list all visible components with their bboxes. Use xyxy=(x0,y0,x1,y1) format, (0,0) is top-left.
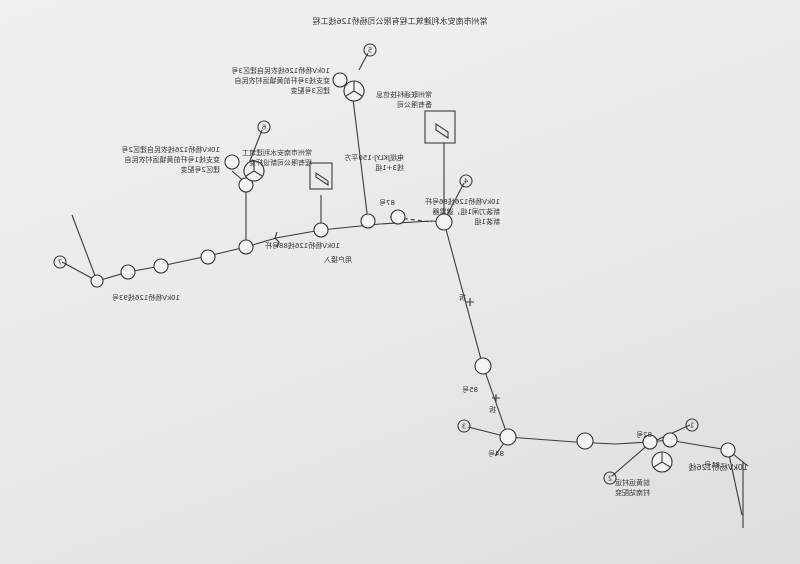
circle-6 xyxy=(257,120,271,134)
pole-84-label: 84号 xyxy=(488,450,504,458)
pole-82-label: 82号 xyxy=(636,431,652,439)
drawing-title: 常州市南安水利建筑工程有限公司杨桥126线工程 xyxy=(312,16,487,26)
feeder-label: 10kV杨桥126线 xyxy=(688,462,748,472)
circle-6-label: 6 xyxy=(261,124,266,132)
arrow-7-line xyxy=(61,261,98,282)
cut-label-2: 拆 xyxy=(489,405,496,414)
circle-3-label: 3 xyxy=(462,423,466,431)
pole-87b xyxy=(390,209,406,225)
transformer-3-symbol xyxy=(345,81,363,97)
pole-88-label: 10kV杨桥126线88号杆 xyxy=(265,241,340,250)
user-access-label: 用户接入 xyxy=(324,255,352,264)
main-line-west xyxy=(96,220,443,282)
circle-1 xyxy=(685,418,699,432)
company-box-symbol xyxy=(435,122,449,140)
trunk-south xyxy=(443,221,509,438)
pole-82 xyxy=(642,434,658,450)
company-label-1: 常州联通科技信息 xyxy=(376,90,432,99)
cable-label-2: 线3+1组 xyxy=(375,163,404,172)
arrow-5-line xyxy=(358,52,369,71)
pole-93 xyxy=(90,274,104,288)
company-label-2: 备有限公司 xyxy=(397,100,432,109)
circle-2 xyxy=(603,471,617,485)
circle-5 xyxy=(363,43,377,57)
note-bottom-line-1: 前黄运村运 xyxy=(615,478,650,487)
circle-7-label: 7 xyxy=(58,259,62,267)
company-box xyxy=(424,110,456,144)
branch-3-pole xyxy=(332,72,348,88)
pole-86 xyxy=(435,213,453,231)
company2-label-1: 常州市南安水利建筑工 xyxy=(242,148,312,157)
circle-7 xyxy=(53,255,67,269)
note3-line-2: 变支线3号杆前黄镇运村农民自 xyxy=(235,76,330,85)
pole-91 xyxy=(153,258,169,274)
arrow-2-line xyxy=(611,442,651,477)
pole-87-label: 87号 xyxy=(379,199,395,207)
pole-85-label: 85号 xyxy=(462,386,478,394)
circle-1-label: 1 xyxy=(690,422,694,430)
note2-line-2: 变支线1号杆前黄镇运村农民自 xyxy=(125,155,220,164)
note2-line-1: 10kV杨桥126线农民自建区2号 xyxy=(121,145,220,154)
cut-mark-2 xyxy=(492,394,500,402)
pole-88 xyxy=(313,222,329,238)
pole-83 xyxy=(576,432,594,450)
transformer-2-symbol xyxy=(245,161,263,177)
cable-label-1: 电缆JKLYJ-150平方 xyxy=(344,153,404,162)
transformer-bottom-symbol xyxy=(653,452,671,468)
circle-4-label: 4 xyxy=(463,178,468,186)
circle-3 xyxy=(457,419,471,433)
pole-81-label: 81号 xyxy=(704,461,720,469)
circle-5-label: 5 xyxy=(368,47,372,55)
circle-4 xyxy=(459,174,473,188)
branch86-label-1: 10kV杨桥126线86号杆 xyxy=(425,197,500,206)
note-bottom-line-2: 村南站配变 xyxy=(615,488,650,497)
pole-85 xyxy=(474,357,492,375)
pole-89 xyxy=(238,239,254,255)
new-transformer-box xyxy=(309,162,333,190)
company2-label-2: 程有限公司新设杆变 xyxy=(249,158,312,167)
note3-line-3: 建区3号配变 xyxy=(291,86,330,95)
pole-81 xyxy=(720,442,736,458)
pole-90 xyxy=(200,249,216,265)
branch-2-pole-b xyxy=(224,154,240,170)
west-end-line xyxy=(71,214,98,282)
cut-label-1: 拆 xyxy=(459,293,466,302)
circle-2-label: 2 xyxy=(608,475,612,483)
pole-93-label: 10kV杨桥126线93号 xyxy=(112,293,180,302)
cut-mark-1 xyxy=(466,298,474,306)
new-transformer-symbol xyxy=(315,171,329,187)
pole-92 xyxy=(120,264,136,280)
note3-line-1: 10kV杨桥126线农民自建区3号 xyxy=(231,66,330,75)
pole-84 xyxy=(499,428,517,446)
pole-82b xyxy=(662,432,678,448)
pole-87 xyxy=(360,213,376,229)
note2-line-3: 建区2号配变 xyxy=(181,165,220,174)
break-mark xyxy=(274,231,280,249)
branch-2-pole xyxy=(238,177,254,193)
east-end-line xyxy=(727,449,743,516)
branch86-label-3: 新装1组 xyxy=(475,217,500,226)
branch86-label-2: 新装刀闸1组，避雷器 xyxy=(433,207,500,216)
